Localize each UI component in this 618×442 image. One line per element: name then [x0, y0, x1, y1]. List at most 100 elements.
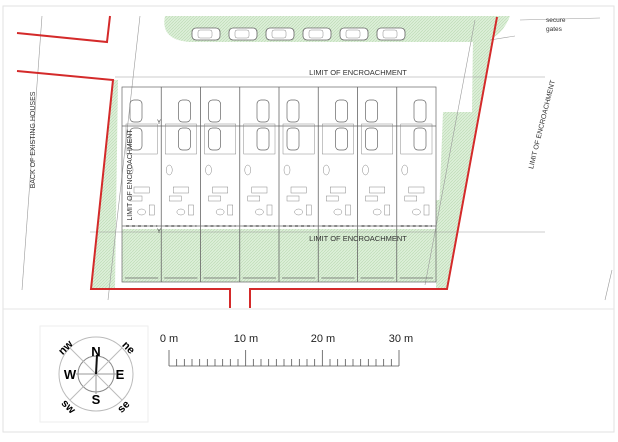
scale-label-0: 0 m: [160, 333, 178, 345]
compass-ne: ne: [119, 339, 137, 357]
parked-car: [302, 27, 332, 41]
kitchen-counter: [173, 186, 189, 194]
dining-table: [166, 164, 173, 176]
car-driveway: [286, 99, 300, 123]
car-garage: [256, 127, 270, 151]
scale-label-20: 20 m: [311, 333, 335, 345]
table: [372, 208, 382, 216]
chair: [266, 204, 273, 216]
car-garage: [129, 127, 143, 151]
left-landscape-strip: [91, 80, 118, 289]
table: [412, 208, 421, 216]
house-units: [125, 87, 433, 282]
sofa: [129, 195, 143, 202]
car-garage: [286, 127, 300, 151]
dining-table: [362, 164, 369, 176]
table: [176, 208, 186, 216]
table: [333, 208, 343, 216]
dining-table: [205, 164, 212, 176]
garage-outline: [165, 123, 197, 155]
dining-table: [126, 164, 134, 176]
right-landscape-strip: [436, 17, 497, 289]
compass-nw: nw: [56, 338, 76, 358]
section-marker-bottom: Y: [157, 229, 161, 235]
compass-s: S: [92, 392, 101, 407]
car-roof: [308, 29, 324, 39]
sofa: [326, 195, 339, 202]
table: [137, 208, 146, 216]
car-driveway: [256, 99, 270, 123]
kitchen-counter: [212, 186, 228, 194]
car-garage: [413, 127, 427, 151]
context-lines: [21, 15, 613, 301]
parked-car: [191, 27, 221, 41]
limit-label-bottom: LIMIT OF ENCROACHMENT: [309, 234, 407, 243]
table: [215, 208, 225, 216]
table: [294, 208, 303, 216]
compass-sw: sw: [59, 397, 78, 416]
car-driveway: [365, 99, 378, 123]
sofa: [208, 195, 221, 202]
parked-car: [339, 27, 369, 41]
limit-label-right: LIMIT OF ENCROACHMENT: [528, 79, 557, 170]
table: [255, 208, 264, 216]
car-roof: [345, 29, 361, 39]
car-garage: [365, 127, 378, 151]
compass-se: se: [115, 398, 132, 415]
garage-outline: [282, 123, 315, 155]
site-boundary: [16, 15, 498, 308]
drawing-frame: [2, 5, 615, 433]
car-driveway: [178, 99, 191, 123]
kitchen-counter: [408, 186, 425, 194]
back-of-houses-label: BACK OF EXISTING HOUSES: [30, 91, 37, 188]
kitchen-counter: [330, 186, 346, 194]
right-landscape-corner: [436, 200, 447, 289]
car-roof: [234, 29, 250, 39]
car-driveway: [129, 99, 143, 123]
car-driveway: [208, 99, 221, 123]
garage-outline: [322, 123, 354, 155]
garage-outline: [125, 123, 158, 155]
sofa: [169, 195, 182, 202]
sofa: [404, 195, 417, 202]
kitchen-counter: [369, 186, 385, 194]
scale-label-10: 10 m: [234, 333, 258, 345]
garage-outline: [400, 123, 433, 155]
dining-table: [401, 164, 408, 176]
dining-table: [244, 164, 251, 176]
north-needle: [95, 354, 98, 375]
kitchen-counter: [251, 186, 268, 194]
chair: [188, 204, 194, 216]
secure-label: secure: [546, 17, 566, 24]
scale-label-30: 30 m: [389, 333, 413, 345]
sofa: [247, 195, 260, 202]
parked-car: [228, 27, 258, 41]
sofa: [365, 195, 378, 202]
garage-outline: [204, 123, 236, 155]
car-garage: [178, 127, 191, 151]
compass-e: E: [116, 367, 125, 382]
dining-table: [323, 164, 330, 176]
car-roof: [197, 29, 213, 39]
chair: [306, 204, 312, 216]
sofa: [286, 195, 300, 202]
scale-bar: 0 m 10 m 20 m 30 m: [160, 333, 413, 367]
chair: [227, 204, 233, 216]
garage-outline: [361, 123, 393, 155]
chair: [423, 204, 430, 216]
car-roof: [382, 29, 398, 39]
parked-car: [376, 27, 406, 41]
chair: [384, 204, 390, 216]
car-roof: [271, 29, 287, 39]
compass-rose: N S W E nw ne sw se: [39, 325, 149, 423]
compass-w: W: [64, 367, 77, 382]
garage-outline: [243, 123, 276, 155]
parked-car: [265, 27, 295, 41]
car-driveway: [413, 99, 427, 123]
kitchen-counter: [290, 186, 307, 194]
car-garage: [335, 127, 348, 151]
chair: [149, 204, 155, 216]
car-garage: [208, 127, 221, 151]
